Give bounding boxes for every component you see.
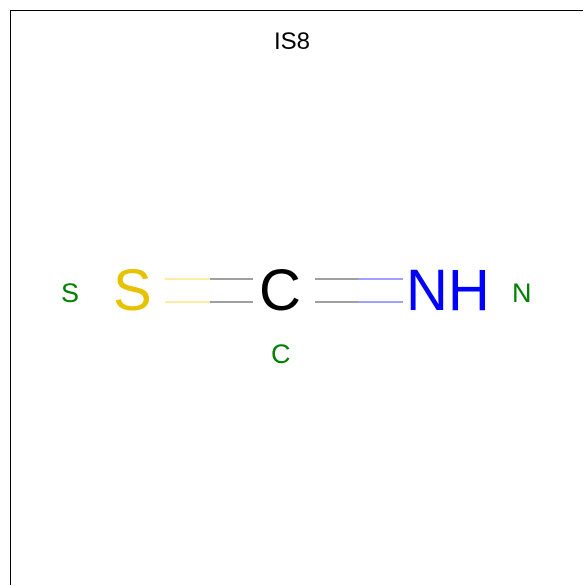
atom-nitrogen-h: NH [406, 258, 490, 323]
atom-label-s: S [61, 278, 80, 308]
molecule-title: IS8 [273, 28, 311, 55]
atom-label-c: C [271, 339, 291, 369]
atom-sulfur: S [113, 258, 152, 323]
atom-carbon: C [259, 258, 301, 323]
atom-label-n: N [512, 278, 532, 308]
canvas-frame [10, 10, 583, 585]
